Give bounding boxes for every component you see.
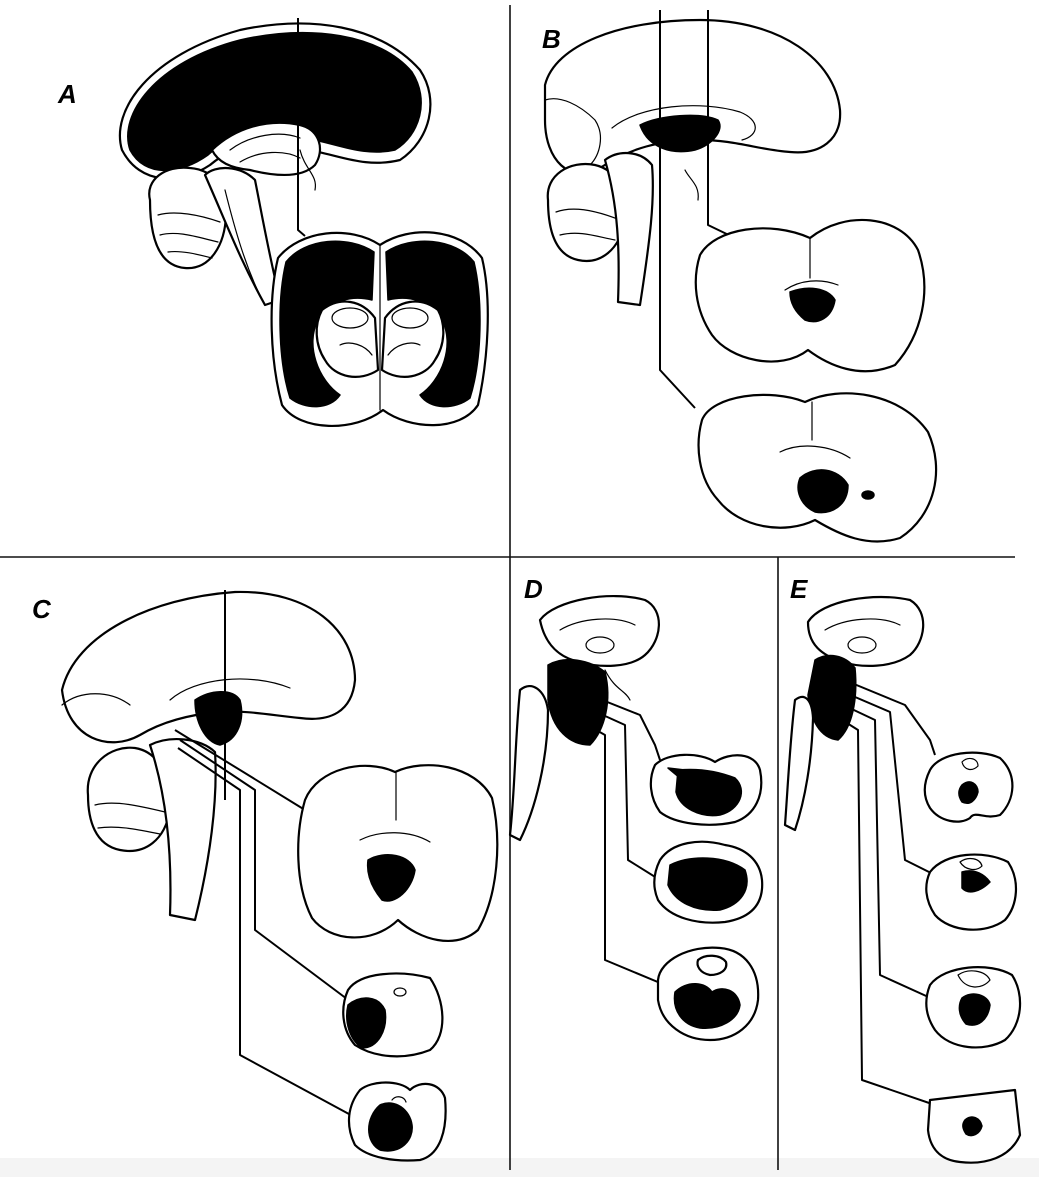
- panel-e-section-3: [926, 967, 1020, 1047]
- panel-dividers: [0, 5, 1015, 1170]
- panel-c: C: [32, 590, 497, 1160]
- panel-a-label: A: [57, 79, 77, 109]
- panel-c-coronal-section: [298, 765, 497, 941]
- panel-e-section-2: [926, 855, 1016, 930]
- panel-d: D: [510, 574, 762, 1040]
- panel-b-label: B: [542, 24, 561, 54]
- panel-d-section-low: [658, 948, 758, 1040]
- panel-e-sagittal-section: [785, 597, 923, 830]
- panel-d-sagittal-section: [510, 596, 659, 840]
- panel-c-label: C: [32, 594, 52, 624]
- panel-e-cut-line-4: [820, 706, 935, 1105]
- panel-c-pons-section: [343, 974, 442, 1057]
- panel-e-section-1: [925, 753, 1013, 822]
- panel-a: A: [57, 18, 488, 426]
- page-bottom-band: [0, 1158, 1039, 1177]
- panel-d-cut-line-low: [552, 705, 665, 985]
- panel-d-label: D: [524, 574, 543, 604]
- panel-d-section-mid: [654, 842, 762, 923]
- panel-d-section-upper: [651, 755, 761, 825]
- panel-e-section-4: [928, 1090, 1020, 1163]
- panel-b: B: [542, 10, 936, 542]
- panel-e: E: [785, 574, 1020, 1163]
- panel-e-label: E: [790, 574, 808, 604]
- panel-a-coronal-section: [272, 232, 488, 426]
- panel-b-coronal-upper: [696, 220, 925, 371]
- panel-c-medulla-section: [349, 1083, 446, 1161]
- panel-b-coronal-lower: [699, 393, 937, 541]
